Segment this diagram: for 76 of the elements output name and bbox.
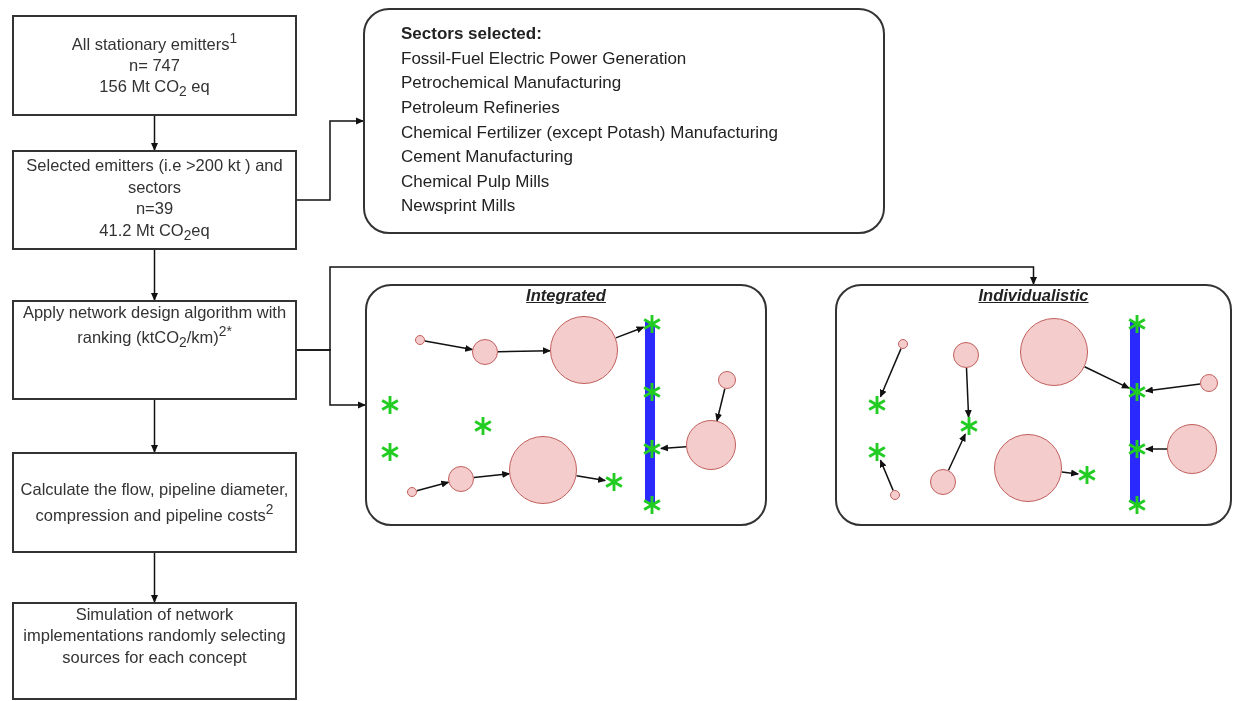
sink-asterisk — [1128, 315, 1146, 333]
arrow — [151, 399, 158, 453]
box-text: Apply network design algorithm with ranking (ktCO$_{2}$/km)$^{2*}$ — [21, 302, 288, 353]
sink-asterisk — [381, 443, 399, 461]
process-box — [12, 300, 297, 400]
sink-asterisk — [868, 396, 886, 414]
sectors-heading: Sectors selected: — [401, 23, 543, 45]
scenario-panel — [365, 284, 767, 526]
sink-asterisk — [643, 440, 661, 458]
arrow — [151, 552, 158, 603]
sector-item: Cement Manufacturing — [401, 146, 574, 169]
source-circle — [718, 371, 736, 389]
sector-item: Petroleum Refineries — [401, 96, 561, 119]
sink-asterisk — [868, 443, 886, 461]
sector-item: Petrochemical Manufacturing — [401, 72, 623, 95]
sink-asterisk — [643, 315, 661, 333]
arrow — [497, 347, 551, 355]
process-box — [12, 150, 297, 250]
box-text: n=39 — [134, 198, 175, 220]
sector-item: Chemical Pulp Mills — [401, 170, 551, 193]
box-text: Simulation of network implementations randomly selecting sources for each concept — [22, 604, 287, 668]
arrow — [473, 471, 511, 479]
arrow — [715, 387, 726, 422]
arrow — [1144, 383, 1201, 394]
box-text: All stationary emitters$^{1}$ — [70, 29, 239, 55]
arrow — [947, 433, 966, 471]
source-circle — [1200, 374, 1218, 392]
source-circle — [898, 339, 908, 349]
source-circle — [448, 466, 474, 492]
arrow — [1145, 445, 1168, 453]
arrow — [879, 459, 894, 492]
arrow — [964, 367, 972, 418]
arrow — [1083, 366, 1130, 389]
process-box — [12, 452, 297, 553]
sector-item: Fossil-Fuel Electric Power Generation — [401, 47, 688, 70]
source-circle — [472, 339, 498, 365]
sink-asterisk — [1128, 496, 1146, 514]
arrow — [416, 480, 450, 492]
arrow — [575, 474, 607, 483]
arrow — [296, 266, 1037, 351]
arrow — [151, 249, 158, 301]
box-text: 156 Mt CO$_{2}$ eq — [98, 76, 211, 102]
arrow — [151, 115, 158, 151]
scenario-panel — [835, 284, 1232, 526]
process-box — [12, 602, 297, 700]
arrow — [424, 340, 474, 352]
sector-item: Newsprint Mills — [401, 195, 517, 218]
sector-item: Chemical Fertilizer (except Potash) Manufacturing — [401, 121, 779, 144]
box-text: Calculate the flow, pipeline diameter, compression and pipeline costs$^{2}$ — [19, 479, 290, 526]
sink-asterisk — [381, 396, 399, 414]
source-circle — [407, 487, 417, 497]
source-circle — [686, 420, 736, 470]
arrow — [879, 347, 902, 398]
source-circle — [890, 490, 900, 500]
sink-asterisk — [643, 383, 661, 401]
sink-asterisk — [605, 473, 623, 491]
panel-title: Integrated — [526, 286, 606, 304]
source-circle — [415, 335, 425, 345]
source-circle — [953, 342, 979, 368]
box-text: n= 747 — [128, 54, 181, 76]
sink-asterisk — [474, 417, 492, 435]
panel-title: Individualistic — [978, 286, 1089, 304]
process-box — [12, 15, 297, 116]
arrow — [1061, 469, 1080, 477]
arrow — [296, 117, 364, 201]
source-circle — [1167, 424, 1217, 474]
box-text: 41.2 Mt CO$_{2}$eq — [98, 219, 211, 245]
arrow — [615, 326, 645, 339]
sink-asterisk — [1128, 440, 1146, 458]
sink-asterisk — [643, 496, 661, 514]
sink-asterisk — [960, 417, 978, 435]
sink-asterisk — [1128, 383, 1146, 401]
sectors-box — [363, 8, 885, 234]
source-circle — [930, 469, 956, 495]
sink-asterisk — [1078, 466, 1096, 484]
arrow — [660, 444, 687, 452]
